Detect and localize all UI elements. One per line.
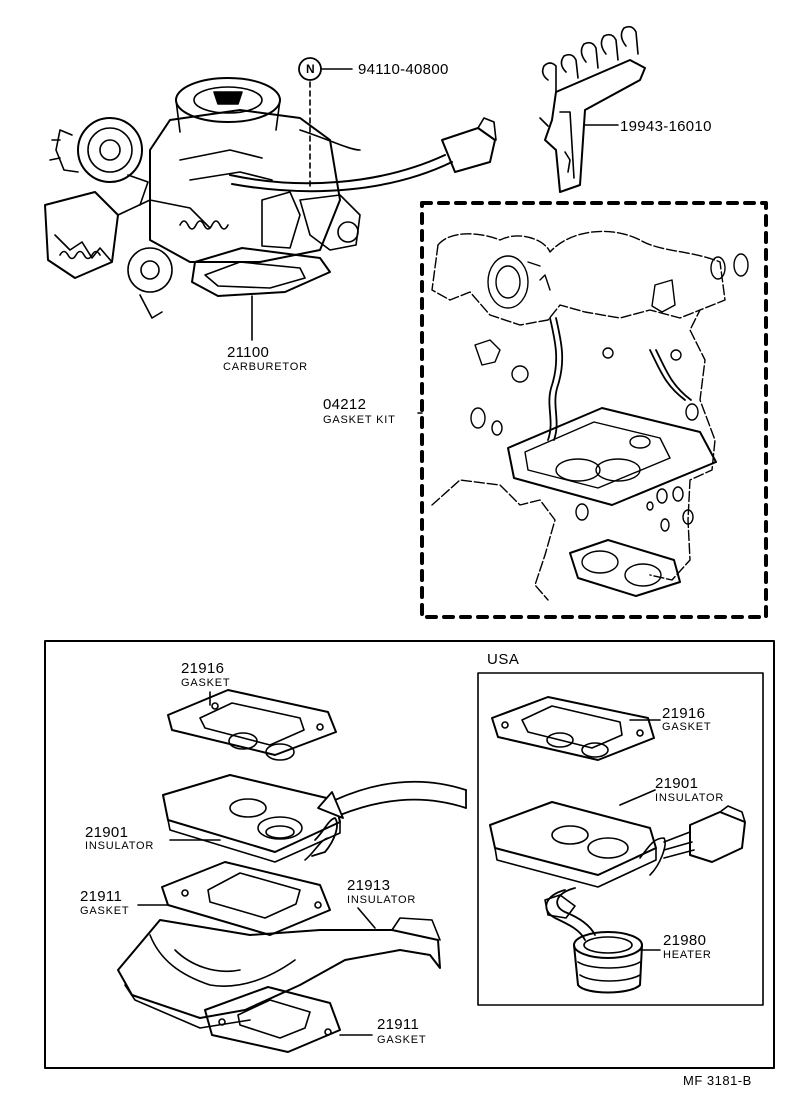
usa-gasket-part-number: 21916	[662, 705, 706, 722]
detail-box	[44, 640, 775, 1069]
fitting-part-number: 94110-40800	[358, 61, 449, 78]
fitting-badge-drawing	[298, 57, 353, 191]
insulator-part-number: 21901	[85, 824, 129, 841]
insulator-lower-part-name: INSULATOR	[347, 894, 417, 906]
leader-21913	[357, 907, 376, 929]
usa-heater-21980-drawing	[573, 931, 643, 994]
usa-insulator-part-name: INSULATOR	[655, 792, 725, 804]
usa-leader-21901	[619, 789, 656, 806]
insulator-lower-part-number: 21913	[347, 877, 391, 894]
carburetor-part-name: CARBURETOR	[223, 361, 308, 373]
usa-section-title: USA	[487, 651, 520, 668]
gasket-kit-part-name: GASKET KIT	[323, 414, 396, 426]
insulator-21901-drawing	[162, 774, 341, 863]
carburetor-drawing	[44, 77, 497, 319]
bracket-part-number: 19943-16010	[620, 118, 712, 135]
usa-heater-part-number: 21980	[663, 932, 707, 949]
bracket-drawing	[539, 25, 646, 193]
gasket-21911-bottom-drawing	[204, 986, 341, 1053]
insulator-part-name: INSULATOR	[85, 840, 155, 852]
gasket-kit-part-number: 04212	[323, 396, 367, 413]
gasket-mid-part-name: GASKET	[80, 905, 130, 917]
gasket-top-part-number: 21916	[181, 660, 225, 677]
gasket-kit-drawing	[431, 230, 749, 601]
fitting-badge-label: N	[306, 62, 315, 76]
gasket-top-part-name: GASKET	[181, 677, 231, 689]
gasket-kit-box	[420, 201, 768, 619]
usa-insulator-part-number: 21901	[655, 775, 699, 792]
gasket-bottom-part-name: GASKET	[377, 1034, 427, 1046]
gasket-mid-part-number: 21911	[80, 888, 123, 905]
usa-gasket-21916-drawing	[491, 696, 655, 761]
usa-box	[477, 672, 764, 1006]
gasket-bottom-part-number: 21911	[377, 1016, 420, 1033]
usa-insulator-21901-drawing	[489, 801, 746, 941]
usa-gasket-part-name: GASKET	[662, 721, 712, 733]
usa-heater-part-name: HEATER	[663, 949, 712, 961]
carburetor-part-number: 21100	[227, 344, 270, 361]
usa-arrow	[317, 781, 467, 819]
gasket-21916-drawing	[167, 689, 337, 761]
diagram-code: MF 3181-B	[683, 1073, 752, 1088]
